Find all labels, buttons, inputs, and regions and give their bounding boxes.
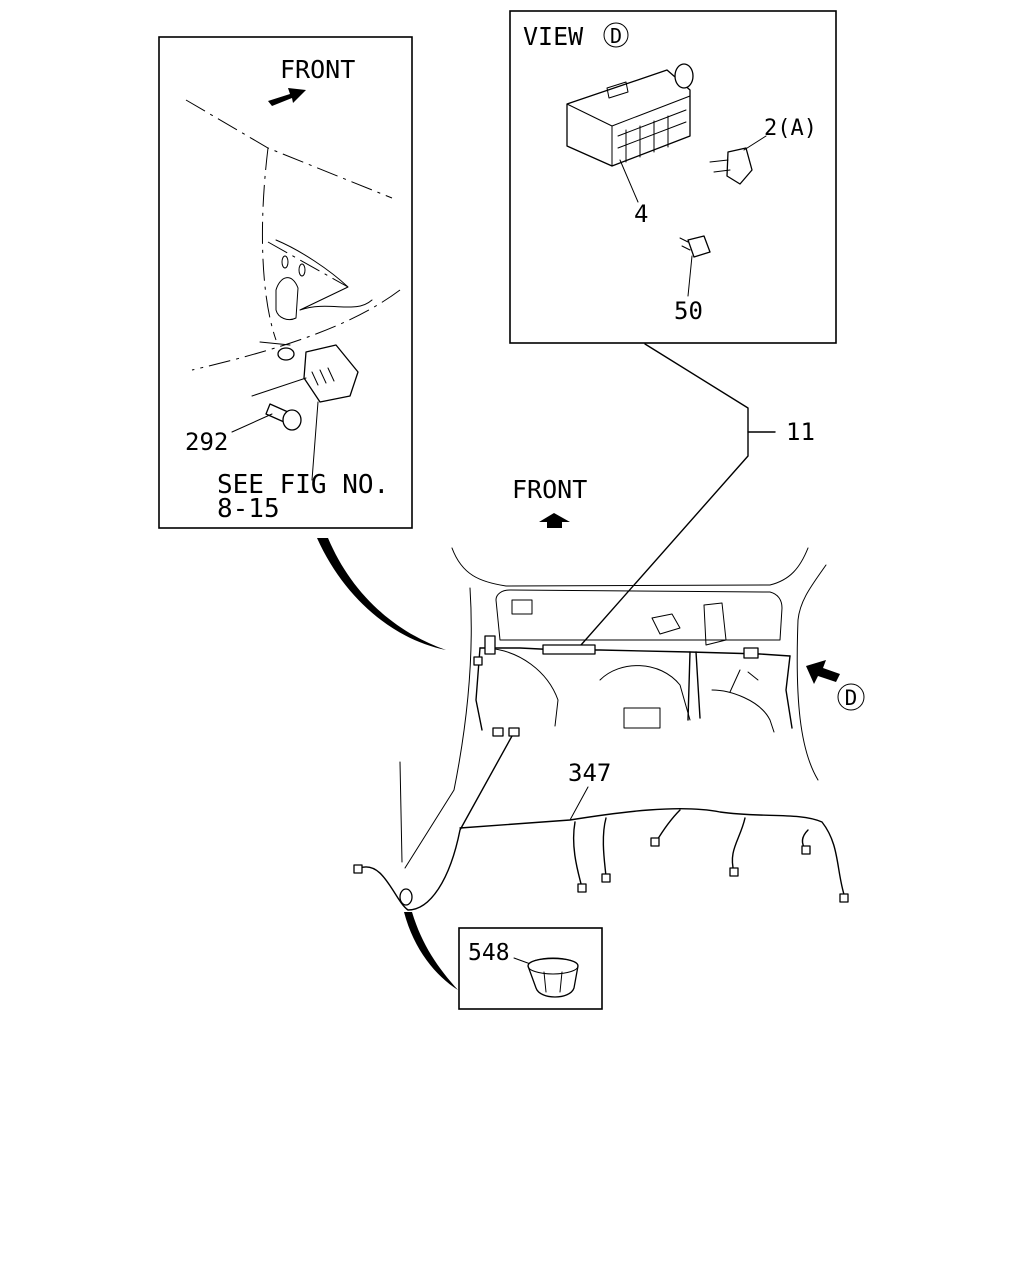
floor-edge-line <box>191 289 401 371</box>
leader-50 <box>687 255 693 297</box>
mount-slot-b <box>298 263 306 277</box>
view-title: VIEW <box>523 22 584 51</box>
floor-connector-g <box>729 867 739 877</box>
harness-connector-right <box>743 647 759 659</box>
left-pillar-line <box>404 587 472 869</box>
door-edge-line <box>399 761 403 863</box>
body-pillar-line <box>261 147 277 341</box>
view-circle <box>603 22 629 48</box>
mount-guide-line <box>267 241 349 288</box>
main-front-arrow <box>539 513 570 528</box>
left-inset-frame <box>158 36 413 529</box>
floor-connector-c <box>353 864 363 874</box>
glovebox-vent <box>511 599 533 615</box>
harness-clip-left <box>473 656 483 666</box>
leader-see-fig <box>311 401 319 481</box>
left-inset-pointer <box>317 538 446 650</box>
left-front-arrow <box>268 88 306 106</box>
leader-2a <box>743 135 767 151</box>
fuse-box-edges <box>566 95 691 167</box>
fuse-box-tab <box>606 81 629 99</box>
fuse-body <box>687 235 711 258</box>
relay-body <box>726 147 753 185</box>
floor-connector-h <box>801 845 811 855</box>
label-548: 548 <box>468 940 510 966</box>
harness-branch-1 <box>602 817 607 879</box>
label-2a: 2(A) <box>764 116 817 141</box>
main-front-label: FRONT <box>512 475 587 504</box>
fuse-box-slots <box>617 109 687 163</box>
right-pillar-line <box>796 564 827 781</box>
view-d-panel: VIEW D 4 2(A) 50 <box>509 10 837 344</box>
leader-292 <box>231 413 273 433</box>
floor-connector-i <box>839 893 849 903</box>
instrument-panel-illustration <box>399 547 827 869</box>
left-front-label: FRONT <box>280 55 355 84</box>
fuse-box-body <box>566 69 691 167</box>
detail-548-panel: 548 <box>458 927 603 1010</box>
pedal-lines <box>729 669 759 693</box>
view-letter: D <box>610 24 622 48</box>
sensor-stud <box>277 347 295 361</box>
center-console-top <box>599 665 691 721</box>
mount-slot-a <box>281 255 289 269</box>
fuse-box-grommet <box>674 63 694 89</box>
view-d-arrow <box>806 660 840 684</box>
view-d-marker-circle <box>837 683 865 711</box>
floor-connector-b <box>508 727 520 737</box>
bolt-head <box>282 409 302 431</box>
floor-harness: 347 <box>353 727 849 911</box>
harness-left-branch <box>359 735 513 911</box>
label-292: 292 <box>185 428 228 456</box>
sensor-connector-pins <box>311 367 335 386</box>
view-d-marker-letter: D <box>845 686 858 710</box>
steering-column <box>703 602 727 646</box>
windshield-top-line <box>451 547 809 587</box>
mount-bracket-outline <box>275 239 373 311</box>
label-4: 4 <box>634 200 648 228</box>
left-inset-panel: FRONT 292 SEE FIG NO. 8-15 <box>158 36 413 529</box>
fuse-pins <box>679 237 691 251</box>
harness-drop-center <box>687 651 701 721</box>
harness-grommet <box>399 888 413 906</box>
harness-trunk <box>459 807 846 899</box>
view-d-frame <box>509 10 837 344</box>
grommet-rim <box>527 957 579 975</box>
leader-11-lines <box>580 343 749 646</box>
harness-branch-2 <box>572 821 583 889</box>
relay-pins <box>709 159 731 173</box>
floor-connector-e <box>577 883 587 893</box>
label-50: 50 <box>674 297 703 325</box>
harness-connector-left <box>484 635 496 655</box>
dashboard-top <box>495 589 783 641</box>
harness-protector <box>542 644 596 655</box>
floor-connector-d <box>601 873 611 883</box>
floor-connector-a <box>492 727 504 737</box>
see-fig-line2: 8-15 <box>217 494 280 524</box>
center-console-box <box>623 707 661 729</box>
center-module <box>651 613 681 635</box>
leader-347 <box>569 786 589 821</box>
floor-connector-f <box>650 837 660 847</box>
detail-pointer <box>404 912 458 990</box>
label-347: 347 <box>568 759 611 787</box>
right-kick-panel <box>711 689 775 733</box>
harness-branch-3 <box>655 809 681 843</box>
harness-main-run <box>479 647 791 657</box>
label-11: 11 <box>786 418 815 446</box>
mount-hole <box>275 277 299 321</box>
grommet-slot <box>543 971 563 993</box>
left-kick-panel <box>485 647 559 727</box>
leader-4 <box>619 159 639 203</box>
sensor-guide-lines <box>251 341 307 397</box>
harness-drop-right <box>785 655 793 729</box>
see-fig-line1: SEE FIG NO. <box>217 470 389 500</box>
harness-branch-4 <box>731 817 746 873</box>
